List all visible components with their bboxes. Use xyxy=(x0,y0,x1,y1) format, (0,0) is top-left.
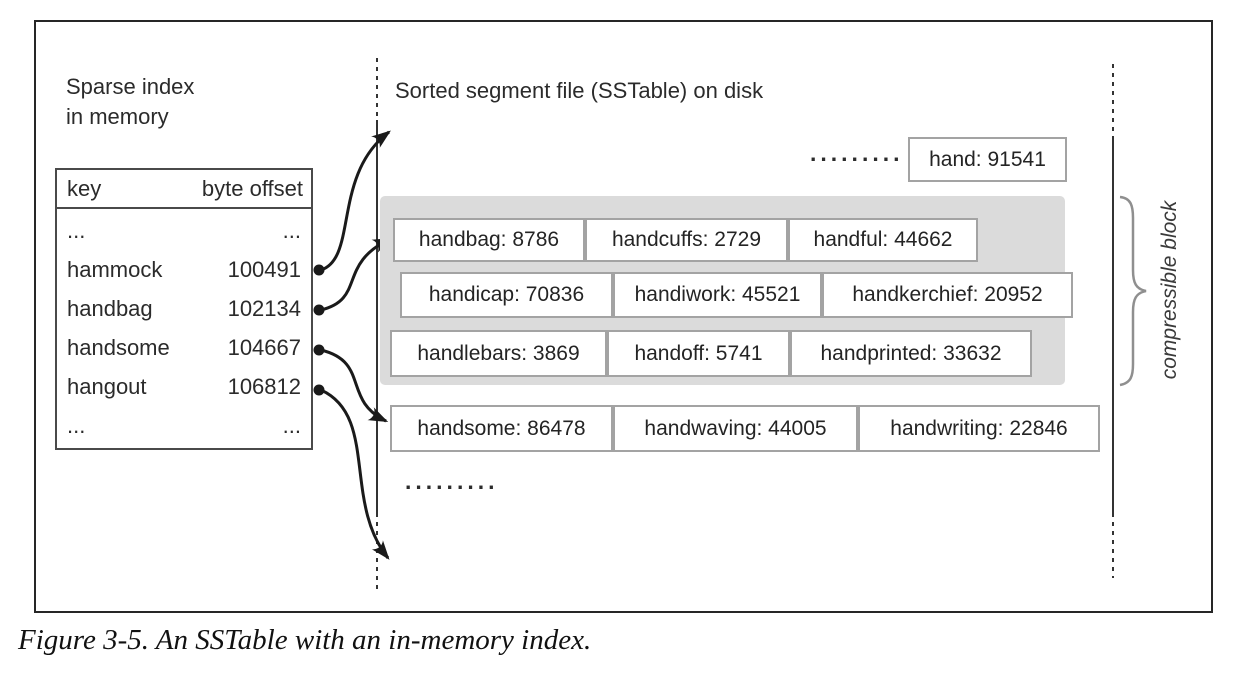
sstable-entry: hand: 91541 xyxy=(908,137,1067,182)
index-key: hammock xyxy=(67,256,163,282)
sstable-entry: handful: 44662 xyxy=(788,218,978,262)
index-offset: ... xyxy=(282,217,301,243)
sstable-entry: handprinted: 33632 xyxy=(790,330,1032,377)
sstable-entry: handoff: 5741 xyxy=(607,330,790,377)
sstable-entry: handbag: 8786 xyxy=(393,218,585,262)
disk-heading: Sorted segment file (SSTable) on disk xyxy=(395,78,764,103)
index-col-byte-offset: byte offset xyxy=(201,175,303,201)
sparse-index-table: key byte offset ... ... hammock 100491 h… xyxy=(55,168,313,450)
sstable-entry: handiwork: 45521 xyxy=(613,272,822,318)
ellipsis-dots-top: ......... xyxy=(810,140,904,166)
table-row: handsome 104667 xyxy=(57,329,311,368)
index-key: hangout xyxy=(67,374,147,400)
index-offset: 106812 xyxy=(227,374,301,400)
sstable-entry: handicap: 70836 xyxy=(400,272,613,318)
sstable-entry: handwaving: 44005 xyxy=(613,405,858,452)
memory-heading: Sparse index in memory xyxy=(66,72,194,132)
table-row: ... ... xyxy=(57,211,311,250)
index-key: handsome xyxy=(67,335,170,361)
index-col-key: key xyxy=(67,175,102,201)
table-row: ... ... xyxy=(57,407,311,446)
index-offset: 100491 xyxy=(227,256,301,282)
index-offset: 102134 xyxy=(227,295,301,321)
memory-heading-line1: Sparse index xyxy=(66,74,195,99)
index-key: ... xyxy=(67,217,86,243)
index-key: handbag xyxy=(67,295,153,321)
memory-heading-line2: in memory xyxy=(66,104,169,129)
index-table-header: key byte offset xyxy=(57,170,311,209)
table-row: handbag 102134 xyxy=(57,289,311,328)
table-row: hammock 100491 xyxy=(57,250,311,289)
table-row: hangout 106812 xyxy=(57,368,311,407)
index-table-body: ... ... hammock 100491 handbag 102134 ha… xyxy=(57,209,311,448)
index-offset: ... xyxy=(282,413,301,439)
index-key: ... xyxy=(67,413,86,439)
sstable-entry: handlebars: 3869 xyxy=(390,330,607,377)
sstable-entry: handwriting: 22846 xyxy=(858,405,1100,452)
sstable-entry: handsome: 86478 xyxy=(390,405,613,452)
index-offset: 104667 xyxy=(227,335,301,361)
figure-caption: Figure 3-5. An SSTable with an in-memory… xyxy=(18,624,592,656)
sstable-entry: handcuffs: 2729 xyxy=(585,218,788,262)
sstable-entry: handkerchief: 20952 xyxy=(822,272,1073,318)
compressible-block-label: compressible block xyxy=(1158,200,1181,380)
ellipsis-dots-bottom: ......... xyxy=(405,468,499,494)
